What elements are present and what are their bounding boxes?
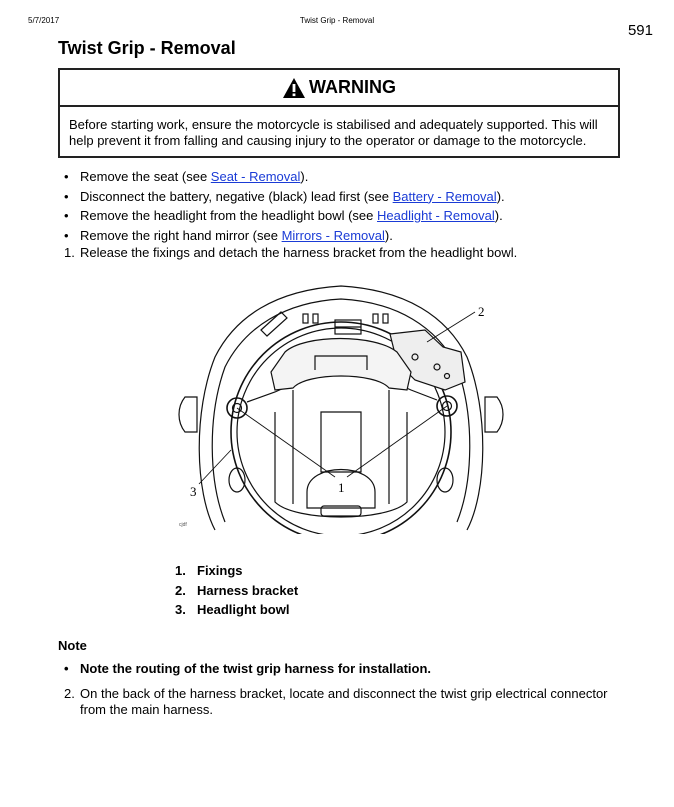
warning-triangle-icon — [283, 77, 305, 98]
callout-1: 1 — [338, 480, 345, 495]
header-date: 5/7/2017 — [28, 16, 60, 25]
headlight-bowl-diagram: 1 2 3 cjdf — [178, 285, 504, 534]
battery-removal-link[interactable]: Battery - Removal — [392, 188, 497, 204]
warning-label: WARNING — [309, 77, 396, 97]
warning-box: WARNING Before starting work, ensure the… — [58, 68, 620, 158]
figure-code: cjdf — [179, 522, 187, 528]
warning-header: WARNING — [60, 70, 618, 107]
seat-removal-link[interactable]: Seat - Removal — [210, 169, 301, 184]
header-title: Twist Grip - Removal — [299, 16, 375, 25]
mirrors-removal-link[interactable]: Mirrors - Removal — [281, 227, 385, 243]
note-title: Note — [58, 638, 87, 653]
note-item: •Note the routing of the twist grip harn… — [64, 661, 432, 676]
list-item: •Remove the right hand mirror (see Mirro… — [64, 227, 393, 243]
list-item: •Remove the headlight from the headlight… — [64, 208, 503, 223]
list-item: •Disconnect the battery, negative (black… — [64, 188, 505, 204]
list-item: 2.Harness bracket — [175, 582, 299, 598]
list-item: •Remove the seat (see Seat - Removal). — [64, 169, 309, 184]
step-2: 2.On the back of the harness bracket, lo… — [64, 686, 608, 717]
list-item: 1.Fixings — [175, 563, 243, 578]
figure-legend: 1.Fixings 2.Harness bracket 3.Headlight … — [175, 561, 298, 620]
page-title: Twist Grip - Removal — [58, 38, 236, 58]
callout-3: 3 — [190, 484, 197, 499]
page-number: 591 — [627, 22, 653, 39]
list-item: 3.Headlight bowl — [175, 602, 290, 617]
callout-2: 2 — [478, 304, 485, 319]
prerequisite-list: •Remove the seat (see Seat - Removal). •… — [64, 167, 505, 245]
warning-text: Before starting work, ensure the motorcy… — [69, 117, 598, 148]
step-1: 1.Release the fixings and detach the har… — [64, 245, 518, 260]
headlight-removal-link[interactable]: Headlight - Removal — [377, 208, 495, 223]
